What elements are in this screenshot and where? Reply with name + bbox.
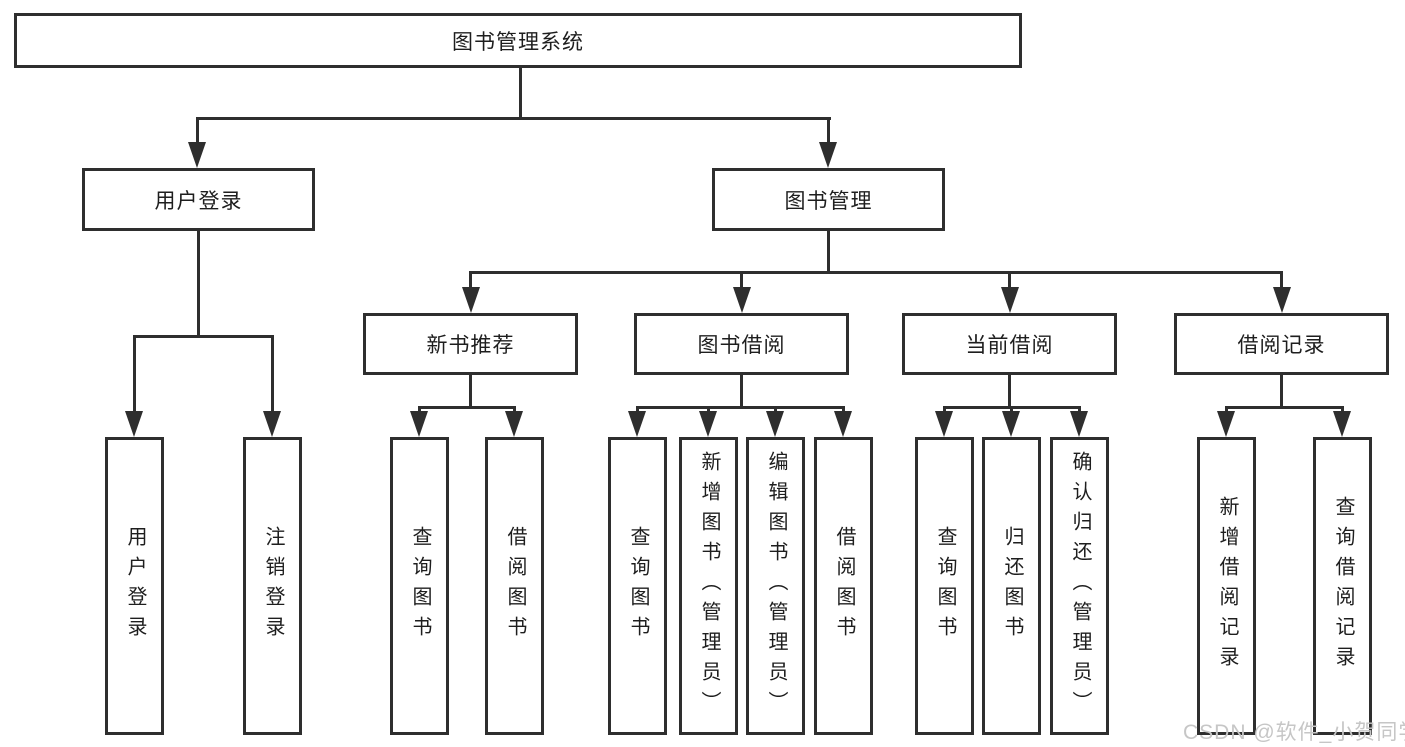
node-current-borrowing: 当前借阅 — [902, 313, 1117, 375]
group-stem-line — [469, 375, 472, 408]
arrow-down-icon — [410, 411, 428, 437]
leaf-query-book: 查询图书 — [608, 437, 667, 735]
connector-line — [133, 335, 136, 415]
connector-line — [636, 406, 639, 415]
node-user-login: 用户登录 — [82, 168, 315, 231]
arrow-down-icon — [819, 142, 837, 168]
connector-line — [707, 406, 710, 415]
arrow-down-icon — [733, 287, 751, 313]
connector-line — [943, 406, 946, 415]
group-stem-line — [1008, 375, 1011, 408]
node-root: 图书管理系统 — [14, 13, 1022, 68]
arrow-down-icon — [1273, 287, 1291, 313]
connector-line — [418, 406, 421, 415]
root-stem-line — [519, 68, 522, 120]
arrow-down-icon — [125, 411, 143, 437]
node-borrowing-records: 借阅记录 — [1174, 313, 1389, 375]
node-book-management: 图书管理 — [712, 168, 945, 231]
level3-rail-line — [469, 271, 1283, 274]
connector-line — [196, 117, 199, 145]
group-stem-line — [740, 375, 743, 408]
arrow-down-icon — [1333, 411, 1351, 437]
arrow-down-icon — [766, 411, 784, 437]
arrow-down-icon — [1001, 287, 1019, 313]
level2-rail-line — [196, 117, 831, 120]
group-rail-line — [1225, 406, 1344, 409]
arrow-down-icon — [834, 411, 852, 437]
connector-line — [774, 406, 777, 415]
leaf-borrow-book: 借阅图书 — [814, 437, 873, 735]
user-login-stem-line — [197, 231, 200, 337]
leaf-borrow-book: 借阅图书 — [485, 437, 544, 735]
node-new-book-recommendation: 新书推荐 — [363, 313, 578, 375]
connector-line — [827, 117, 830, 145]
connector-line — [271, 335, 274, 415]
connector-line — [1225, 406, 1228, 415]
leaf-logout: 注销登录 — [243, 437, 302, 735]
leaf-query-book: 查询图书 — [915, 437, 974, 735]
arrow-down-icon — [1070, 411, 1088, 437]
leaf-query-borrow-record: 查询借阅记录 — [1313, 437, 1372, 735]
group-rail-line — [418, 406, 516, 409]
user-login-rail-line — [133, 335, 274, 338]
arrow-down-icon — [1217, 411, 1235, 437]
leaf-user-login: 用户登录 — [105, 437, 164, 735]
connector-line — [1008, 271, 1011, 290]
arrow-down-icon — [628, 411, 646, 437]
group-rail-line — [636, 406, 845, 409]
arrow-down-icon — [263, 411, 281, 437]
connector-line — [1010, 406, 1013, 415]
leaf-return-book: 归还图书 — [982, 437, 1041, 735]
leaf-add-book-admin: 新增图书（管理员） — [679, 437, 738, 735]
arrow-down-icon — [462, 287, 480, 313]
leaf-edit-book-admin: 编辑图书（管理员） — [746, 437, 805, 735]
connector-line — [842, 406, 845, 415]
group-stem-line — [1280, 375, 1283, 408]
connector-line — [469, 271, 472, 290]
leaf-confirm-return-admin: 确认归还（管理员） — [1050, 437, 1109, 735]
arrow-down-icon — [1002, 411, 1020, 437]
arrow-down-icon — [505, 411, 523, 437]
connector-line — [1280, 271, 1283, 290]
arrow-down-icon — [935, 411, 953, 437]
connector-line — [740, 271, 743, 290]
leaf-add-borrow-record: 新增借阅记录 — [1197, 437, 1256, 735]
book-management-stem-line — [827, 231, 830, 273]
leaf-query-book: 查询图书 — [390, 437, 449, 735]
connector-line — [513, 406, 516, 415]
arrow-down-icon — [188, 142, 206, 168]
arrow-down-icon — [699, 411, 717, 437]
connector-line — [1078, 406, 1081, 415]
connector-line — [1341, 406, 1344, 415]
node-book-borrowing: 图书借阅 — [634, 313, 849, 375]
csdn-watermark: CSDN @软件_小贺同学 — [1183, 721, 1405, 744]
